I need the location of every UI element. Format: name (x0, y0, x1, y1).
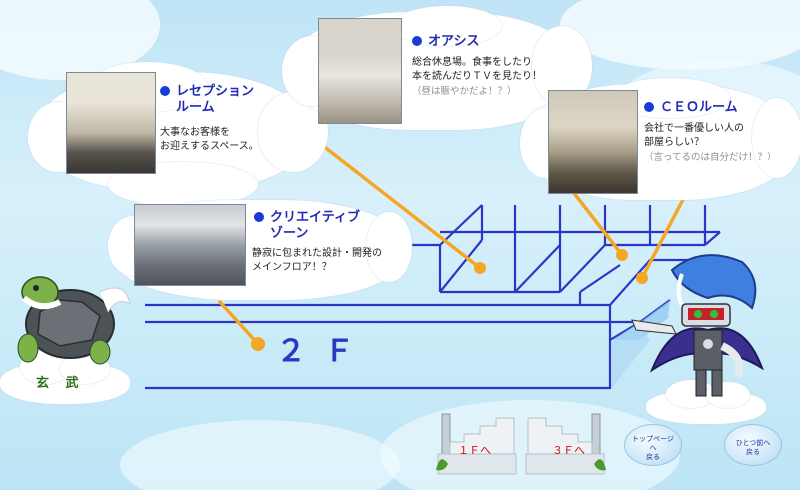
creative-title-line2: ゾーン (270, 226, 309, 241)
creative-photo (134, 204, 246, 286)
oasis-desc-1: 総合休息場。食事をしたり (412, 57, 532, 68)
floor-label: ２Ｆ (276, 334, 372, 369)
reception-room-bubble[interactable]: レセプション ルーム 大事なお客様を お迎えするスペース。 (28, 62, 328, 207)
reception-title-line2: ルーム (176, 100, 215, 115)
turtle-icon (17, 276, 131, 365)
oasis-photo (318, 18, 402, 124)
genbu-sign: 玄 武 (36, 376, 85, 391)
goto-floor1-label: １Ｆへ (458, 444, 491, 457)
goto-floor3-button[interactable]: ３Ｆへ (522, 412, 608, 478)
reception-title: レセプション (160, 84, 254, 100)
oasis-room-bubble[interactable]: オアシス 総合休息場。食事をしたり 本を読んだりＴＶを見たり！ （昼は賑やかだよ… (282, 6, 592, 136)
bullet-icon (412, 36, 422, 46)
ceo-room-bubble[interactable]: ＣＥＯルーム 会社で一番優しい人の 部屋らしい？ （言ってるのは自分だけ！？） (520, 78, 800, 206)
robot-icon (631, 254, 764, 397)
creative-title: クリエイティブ (254, 210, 360, 226)
goto-floor1-button[interactable]: １Ｆへ (434, 412, 520, 478)
bullet-icon (254, 212, 264, 222)
building-stairs-icon (525, 413, 606, 475)
ceo-desc-1: 会社で一番優しい人の (644, 123, 744, 134)
creative-desc-2: メインフロア！？ (252, 262, 332, 273)
ceo-marker (616, 249, 628, 261)
building-stairs-icon (436, 413, 517, 475)
ceo-photo (548, 90, 638, 194)
ceo-desc-2: 部屋らしい？ (644, 137, 704, 148)
ceo-title: ＣＥＯルーム (644, 100, 738, 116)
reception-desc-2: お迎えするスペース。 (160, 141, 259, 152)
top-page-button[interactable]: トップページ へ 戻る (624, 424, 682, 466)
goto-floor3-label: ３Ｆへ (552, 444, 585, 457)
oasis-title: オアシス (412, 34, 479, 50)
top-page-label: トップページ へ 戻る (632, 435, 674, 461)
creative-desc-1: 静寂に包まれた設計・開発の (252, 248, 382, 259)
bullet-icon (160, 86, 170, 96)
oasis-note: （昼は賑やかだよ！？） (412, 86, 517, 97)
reception-photo (66, 72, 156, 174)
ceo-note: （言ってるのは自分だけ！？） (644, 152, 777, 163)
floor-marker (251, 337, 265, 351)
oasis-desc-2: 本を読んだりＴＶを見たり！ (412, 71, 542, 82)
creative-zone-bubble[interactable]: クリエイティブ ゾーン 静寂に包まれた設計・開発の メインフロア！？ (108, 196, 412, 304)
robot-mascot (612, 250, 800, 430)
bullet-icon (644, 102, 654, 112)
back-button[interactable]: ひとつ前へ 戻る (724, 424, 782, 466)
background-cloud (120, 420, 400, 490)
genbu-mascot: 玄 武 (0, 262, 150, 412)
ceo-marker-2 (636, 272, 648, 284)
oasis-marker (474, 262, 486, 274)
back-label: ひとつ前へ 戻る (735, 439, 771, 456)
reception-desc-1: 大事なお客様を (160, 127, 230, 138)
